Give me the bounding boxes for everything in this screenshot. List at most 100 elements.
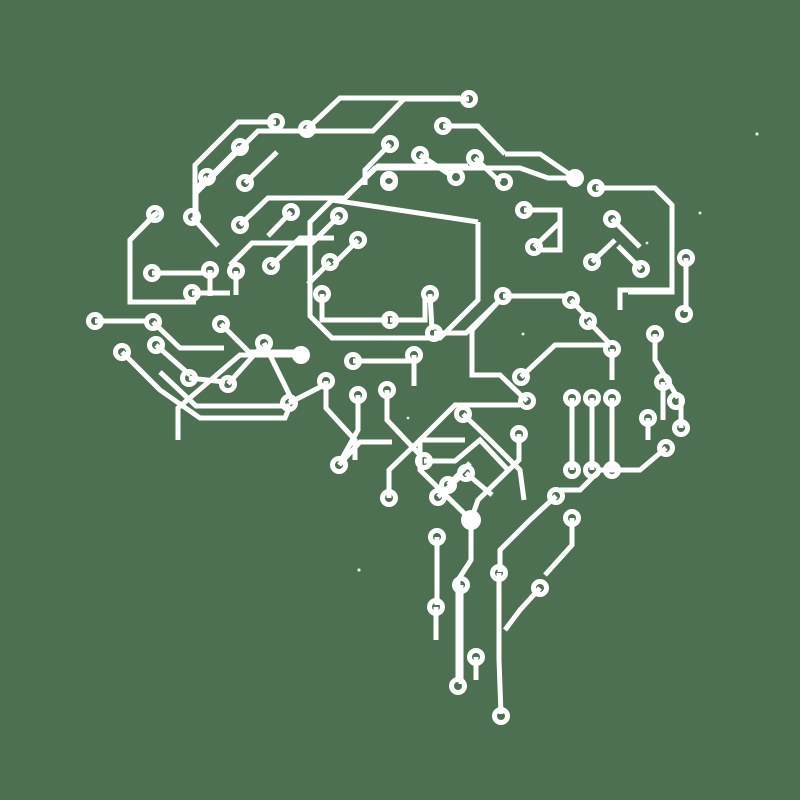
- ring-pad: [467, 648, 485, 666]
- ring-pad: [675, 305, 693, 323]
- circuit-trace: [337, 439, 392, 467]
- ring-pad: [280, 394, 298, 412]
- ring-pad: [460, 90, 478, 108]
- circuit-trace: [127, 212, 196, 305]
- ring-pad: [429, 488, 447, 506]
- ring-pad: [492, 707, 510, 725]
- ring-pad: [380, 173, 398, 191]
- ring-pad: [198, 168, 216, 186]
- ring-pad: [583, 461, 601, 479]
- ring-pad: [313, 285, 331, 303]
- ring-pad: [212, 315, 230, 333]
- ring-pad: [344, 352, 362, 370]
- circuit-trace: [596, 185, 675, 310]
- ring-pad: [227, 262, 245, 280]
- circuit-trace: [468, 434, 522, 521]
- ring-pad: [677, 249, 695, 267]
- ring-pad: [603, 389, 621, 407]
- print-speck: [698, 211, 702, 215]
- ring-pad: [531, 579, 549, 597]
- ring-pad: [603, 340, 621, 358]
- circuit-trace: [386, 437, 465, 498]
- circuit-trace: [469, 298, 529, 403]
- circuit-trace: [268, 214, 341, 246]
- ring-pad: [579, 312, 597, 330]
- ring-pad: [518, 392, 536, 410]
- brain-outline-trace: [307, 197, 481, 341]
- circuit-trace: [384, 390, 422, 457]
- ring-pads: [86, 90, 695, 725]
- ring-pad: [428, 528, 446, 546]
- brain-outline-trace: [228, 240, 268, 267]
- ring-pad: [113, 343, 131, 361]
- print-speck: [357, 568, 361, 572]
- brain-outline-trace: [158, 370, 290, 409]
- ring-pad: [646, 325, 664, 343]
- print-speck: [521, 332, 525, 336]
- ring-pad: [510, 425, 528, 443]
- ring-pad: [421, 285, 439, 303]
- ring-pad: [563, 461, 581, 479]
- ring-pad: [330, 207, 348, 225]
- ring-pad: [512, 368, 530, 386]
- ring-pad: [547, 487, 565, 505]
- ring-pad: [562, 291, 580, 309]
- ring-pad: [381, 135, 399, 153]
- ring-pad: [583, 389, 601, 407]
- ring-pad: [267, 113, 285, 131]
- ring-pad: [672, 419, 690, 437]
- ring-pad: [255, 334, 273, 352]
- circuit-trace: [192, 119, 276, 220]
- ring-pad: [381, 311, 399, 329]
- node-mid-left: [292, 346, 310, 364]
- ring-pad: [183, 208, 201, 226]
- ring-pad: [298, 120, 316, 138]
- ring-pad: [603, 210, 621, 228]
- ring-pad: [525, 238, 543, 256]
- ring-pad: [583, 253, 601, 271]
- ring-pad: [405, 346, 423, 364]
- ring-pad: [632, 260, 650, 278]
- circuit-trace: [305, 95, 460, 131]
- ring-pad: [434, 117, 452, 135]
- node-upper-right: [566, 169, 584, 187]
- ring-pad: [603, 461, 621, 479]
- circuit-trace: [269, 235, 334, 268]
- ring-pad: [146, 205, 164, 223]
- ring-pad: [425, 324, 443, 342]
- ring-pad: [147, 336, 165, 354]
- ring-pad: [321, 253, 339, 271]
- ring-pad: [563, 389, 581, 407]
- circuit-trace: [461, 412, 527, 501]
- ring-pad: [667, 392, 685, 410]
- ring-pad: [219, 375, 237, 393]
- ring-pad: [447, 168, 465, 186]
- ring-pad: [201, 261, 219, 279]
- ring-pad: [639, 409, 657, 427]
- ring-pad: [143, 264, 161, 282]
- node-lower-center: [461, 510, 481, 530]
- ring-pad: [183, 284, 201, 302]
- ring-pad: [457, 464, 475, 482]
- ring-pad: [282, 203, 300, 221]
- ring-pad: [349, 386, 367, 404]
- circuit-trace: [424, 436, 510, 472]
- ring-pad: [452, 576, 470, 594]
- ring-pad: [330, 456, 348, 474]
- ring-pad: [449, 677, 467, 695]
- print-speck: [755, 132, 759, 136]
- ring-pad: [494, 287, 512, 305]
- circuit-trace: [120, 350, 293, 421]
- print-speck: [645, 241, 649, 245]
- ring-pad: [466, 149, 484, 167]
- circuit-trace: [519, 342, 610, 379]
- circuit-trace: [497, 494, 558, 572]
- ring-pad: [454, 405, 472, 423]
- ring-pad: [490, 564, 508, 582]
- ring-pad: [411, 146, 429, 164]
- brain-outline-trace: [505, 151, 577, 181]
- ring-pad: [563, 509, 581, 527]
- ring-pad: [231, 138, 249, 156]
